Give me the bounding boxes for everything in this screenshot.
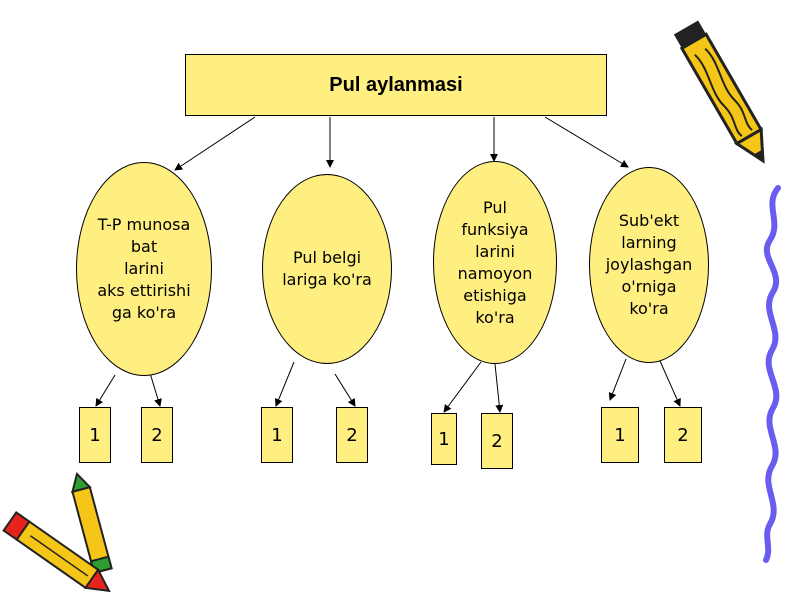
- leaf-node-4-1: 1: [601, 407, 639, 463]
- leaf-label: 1: [438, 428, 450, 450]
- arrow-branch-3-to-leaf-2: [494, 363, 504, 413]
- leaf-node-1-1: 1: [79, 407, 111, 463]
- branch-label-3: Pul funksiya larini namoyon etishiga ko'…: [457, 197, 533, 327]
- branch-label-1: T-P munosa bat larini aks ettirishi ga k…: [97, 215, 191, 322]
- arrow-root-to-branch-1: [174, 116, 256, 171]
- branch-label-4: Sub'ekt larning joylashgan o'rniga ko'ra: [605, 211, 693, 318]
- branch-node-4: Sub'ekt larning joylashgan o'rniga ko'ra: [589, 167, 709, 363]
- leaf-label: 1: [89, 424, 101, 446]
- branch-node-1: T-P munosa bat larini aks ettirishi ga k…: [76, 162, 212, 376]
- arrow-branch-4-to-leaf-1: [608, 358, 627, 401]
- leaf-label: 1: [271, 424, 283, 446]
- arrow-branch-4-to-leaf-2: [659, 360, 681, 407]
- leaf-label: 2: [491, 430, 503, 452]
- arrow-branch-1-to-leaf-2: [149, 372, 162, 407]
- branch-node-2: Pul belgi lariga ko'ra: [262, 174, 392, 364]
- arrow-branch-2-to-leaf-2: [334, 373, 356, 407]
- arrow-root-to-branch-4: [544, 116, 629, 168]
- arrow-branch-2-to-leaf-1: [274, 361, 295, 407]
- crayon-icon: [673, 20, 765, 164]
- arrow-branch-1-to-leaf-1: [95, 374, 116, 407]
- arrow-branch-3-to-leaf-1: [443, 361, 482, 413]
- leaf-label: 2: [346, 424, 358, 446]
- root-node: Pul aylanmasi: [185, 54, 607, 116]
- leaf-label: 1: [614, 424, 626, 446]
- leaf-node-3-2: 2: [481, 413, 513, 469]
- leaf-node-4-2: 2: [664, 407, 702, 463]
- crayon-icon: [2, 511, 111, 593]
- leaf-label: 2: [677, 424, 689, 446]
- leaf-node-1-2: 2: [141, 407, 173, 463]
- leaf-node-3-1: 1: [431, 413, 457, 465]
- branch-node-3: Pul funksiya larini namoyon etishiga ko'…: [433, 161, 557, 364]
- squiggle-line: [763, 185, 781, 563]
- leaf-node-2-2: 2: [336, 407, 368, 463]
- leaf-label: 2: [151, 424, 163, 446]
- branch-label-2: Pul belgi lariga ko'ra: [282, 248, 372, 289]
- root-label: Pul aylanmasi: [329, 73, 463, 96]
- leaf-node-2-1: 1: [261, 407, 293, 463]
